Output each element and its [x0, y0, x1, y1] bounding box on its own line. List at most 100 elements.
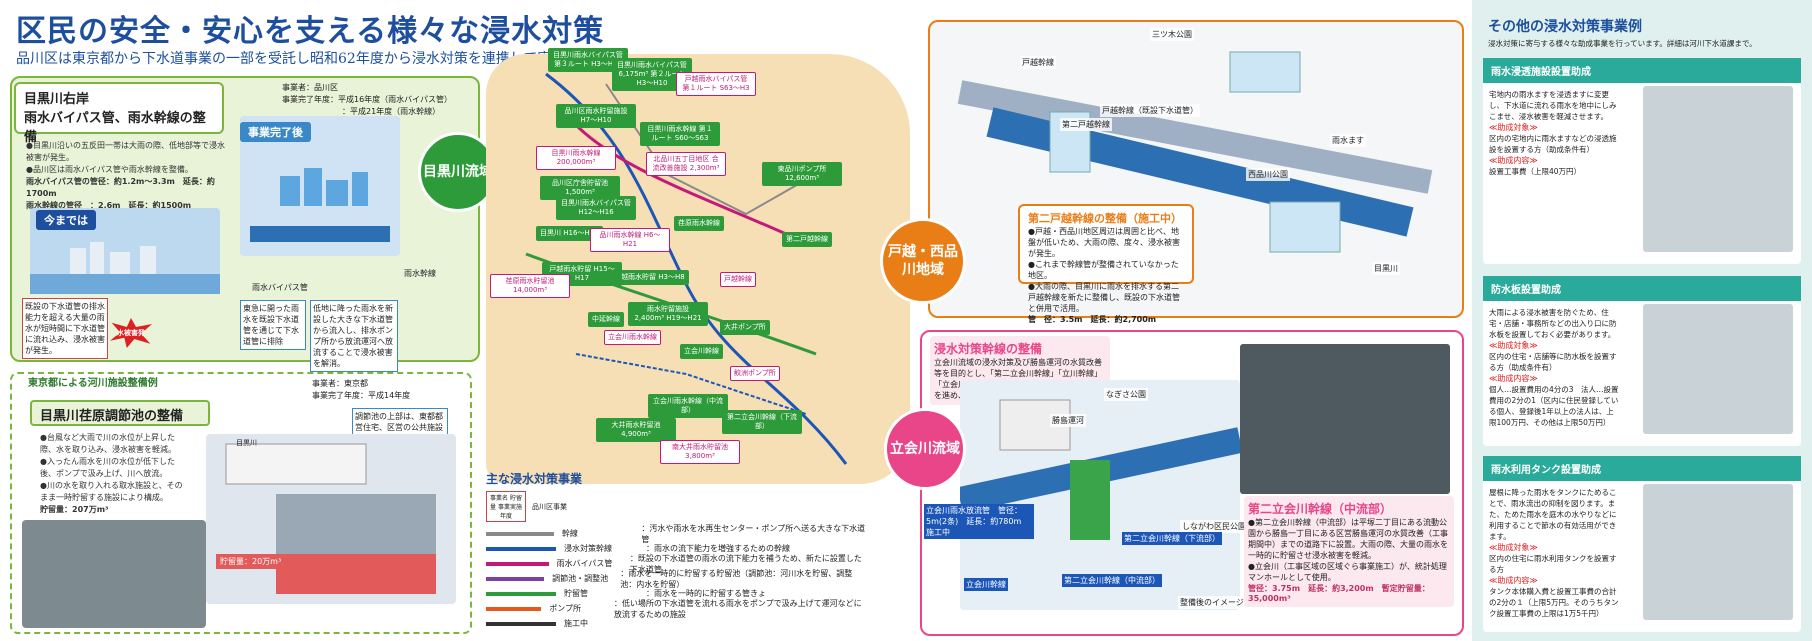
- page-subtitle: 品川区は東京都から下水道事業の一部を受託し昭和62年度から浸水対策を連携して実施: [16, 51, 566, 67]
- meguro-note-3: 低地に降った雨水を新設した大きな下水道管から流入し、排水ポンプ所から放流運河へ放…: [310, 300, 398, 372]
- subsidy-photo: [1643, 304, 1793, 434]
- map-label: 南大井雨水貯留池 3,800m³: [660, 440, 740, 464]
- legend-row: ポンプ所 ：低い場所の下水道管を流れる雨水をポンプで汲み上げて運河などに放流するた…: [486, 599, 866, 619]
- tachiai-basin-circle: 立会川流域: [884, 408, 966, 490]
- subsidy-t1: ≪助成対象≫: [1489, 341, 1538, 350]
- map-label: 大井雨水貯留池 4,900m³: [596, 418, 676, 442]
- tachiai-label: 勝島運河: [1050, 414, 1086, 427]
- legend-swatch: [486, 561, 549, 566]
- map-label: 目黒川雨水幹線 第１ルート S60〜S63: [640, 122, 720, 146]
- flooded-city-icon: [30, 242, 220, 294]
- map-label: 立会川雨水幹線（中流部）: [648, 394, 728, 418]
- subsidy-card: 防水板設置助成大雨による浸水被害を防ぐため、住宅・店舗・事務所などの出入り口に防…: [1483, 276, 1801, 446]
- legend-key-box: 事業名 貯留量 事業実施年度: [486, 491, 526, 522]
- map-label: 荏原雨水幹線: [674, 216, 724, 231]
- legend-row: 雨水バイパス管：既設の下水道管の雨水の流下能力を補うため、新たに設置した下水道管: [486, 554, 866, 574]
- togoshi-label: 目黒川: [1372, 262, 1400, 275]
- togoshi-label: 雨水ます: [1330, 134, 1366, 147]
- map-label: 立会川幹線: [680, 344, 723, 359]
- legend-row: 施工中: [486, 616, 866, 631]
- tachiai-photo: [1240, 344, 1450, 494]
- page-title: 区民の安全・安心を支える様々な浸水対策: [16, 14, 605, 49]
- tachiai-label: なぎさ公園: [1104, 388, 1148, 401]
- legend-name: 施工中: [564, 619, 588, 628]
- meguro-bullets: ●目黒川沿いの五反田一帯は大雨の際、低地部等で浸水被害が発生。 ●品川区は雨水バ…: [26, 141, 225, 210]
- subsidy-card: 雨水利用タンク設置助成屋根に降った雨水をタンクにためることで、雨水流出の抑制を図…: [1483, 456, 1801, 632]
- togoshi-text: 第二戸越幹線の整備（施工中） ●戸越・西品川地区周辺は周囲と比べ、地盤が低いため…: [1018, 204, 1194, 324]
- map-label: 東品川ポンプ所 12,600m³: [762, 162, 842, 186]
- legend-desc: ：低い場所の下水道管を流れる雨水をポンプで汲み上げて運河などに放流するための施設: [613, 598, 862, 619]
- tachiai-pipe-diagram: [957, 399, 1243, 540]
- tachiai-label: 立会川幹線: [964, 578, 1008, 591]
- subsidy-t1: ≪助成対象≫: [1489, 543, 1538, 552]
- subsidy-t2: ≪助成内容≫: [1489, 374, 1538, 383]
- legend-name: 調節池・調整池: [552, 574, 609, 583]
- togoshi-label: 戸越幹線（既設下水道管）: [1100, 104, 1200, 117]
- map-label: 中延幹線: [588, 312, 624, 327]
- togoshi-pipe-diagram: [957, 51, 1433, 253]
- map-label: 戸越雨水バイパス管 第１ルート S63〜H3: [676, 72, 756, 96]
- subsidy-card-title: 雨水浸透施設設置助成: [1483, 58, 1801, 83]
- togoshi-label: 戸越幹線: [1020, 56, 1056, 69]
- after-illustration: 事業完了後: [240, 116, 400, 256]
- tokyo-heading: 目黒川荏原調節池の整備: [30, 400, 210, 426]
- subsidy-b1: 区内の住宅に雨水利用タンクを設置する方: [1489, 554, 1617, 574]
- map-label: 大井ポンプ所: [720, 320, 770, 335]
- tokyo-meta: 事業者：東京都 事業完了年度：平成14年度: [312, 379, 411, 400]
- subsidy-b2: 設置工事費（上限40万円）: [1489, 167, 1582, 176]
- legend-swatch: [486, 606, 542, 611]
- map-label: 雨水貯留施設 2,400m³ H19〜H21: [628, 302, 708, 326]
- legend-swatch: [486, 546, 556, 551]
- tachiai-label: 第二立会川幹線（中流部）: [1062, 574, 1162, 587]
- legend-desc: ：汚水や雨水を水再生センター・ポンプ所へ送る大きな下水道管: [641, 523, 866, 544]
- subsidy-card: 雨水浸透施設設置助成宅地内の雨水ますを浸透ますに変更し、下水道に流れる雨水を地中…: [1483, 58, 1801, 264]
- tachiai-illustration: [957, 380, 1243, 610]
- subsidy-photo: [1643, 484, 1793, 620]
- legend-row: 調節池・調整池 ：雨水を一時的に貯留する貯留池（調節池：河川水を貯留、調整池：内水…: [486, 569, 866, 589]
- tachiai-label: しながわ区民公園: [1180, 520, 1248, 533]
- subsidy-body: 大雨による浸水被害を防ぐため、住宅・店舗・事務所などの出入り口に防水板を設置して…: [1489, 308, 1617, 339]
- bypass-label: 雨水バイパス管: [252, 283, 308, 292]
- legend-swatch: [486, 621, 556, 626]
- reservoir-illustration: 目黒川 貯留量：20万m³: [206, 434, 456, 604]
- map-label: 戸越雨水貯留 H3〜H8: [610, 270, 689, 285]
- subsidy-t2: ≪助成内容≫: [1489, 576, 1538, 585]
- map-label: 第二立会川幹線（下流部）: [722, 410, 802, 434]
- subsidy-b1: 区内の宅地内に雨水ますなどの浸透施設を設置する方（助成条件有）: [1489, 134, 1617, 154]
- reservoir-cutaway-icon: [225, 443, 436, 594]
- legend-name: 貯留管: [564, 589, 588, 598]
- legend-swatch: [486, 591, 556, 596]
- legend-desc: ：雨水を一時的に貯留する貯留池（調節池：河川水を貯留、調整池：内水を貯留）: [620, 568, 853, 589]
- map-label: 品川区雨水貯留施設 H7〜H10: [556, 104, 636, 128]
- reservoir-photo: [22, 520, 206, 628]
- subsidy-body: 屋根に降った雨水をタンクにためることで、雨水流出の抑制を図ります。また、ためた雨…: [1489, 488, 1617, 541]
- legend-name: 浸水対策幹線: [564, 544, 612, 553]
- legend-desc: ：雨水の流下能力を増強するための幹線: [646, 544, 790, 553]
- subsidy-b1: 区内の住宅・店舗等に防水板を設置する方（助成条件有）: [1489, 352, 1617, 372]
- map-label: 目黒川雨水幹線 200,000m³: [536, 146, 616, 170]
- legend-row: 浸水対策幹線 ：雨水の流下能力を増強するための幹線: [486, 541, 866, 556]
- legend-desc: ：既設の下水道管の雨水の流下能力を補うため、新たに設置した下水道管: [629, 553, 862, 574]
- meguro-meta: 事業者：品川区 事業完了年度：平成16年度（雨水バイパス管） ：平成21年度（雨…: [282, 83, 453, 116]
- subsidy-card-title: 防水板設置助成: [1483, 276, 1801, 301]
- map-label: 品川雨水幹線 H6〜H21: [590, 228, 670, 252]
- subsidy-t2: ≪助成内容≫: [1489, 156, 1538, 165]
- tachiai-label: 第二立会川幹線（下流部）: [1122, 532, 1222, 545]
- meguro-heading: 目黒川右岸 雨水バイパス管、雨水幹線の整備: [14, 82, 224, 145]
- togoshi-label: 三ツ木公園: [1150, 28, 1194, 41]
- other-title: その他の浸水対策事業例: [1488, 19, 1642, 35]
- tokyo-bullets: ●台風など大雨で川の水位が上昇した際、水を取り込み、浸水被害を軽減。 ●入ったん…: [40, 433, 183, 514]
- subsidy-card-title: 雨水利用タンク設置助成: [1483, 456, 1801, 481]
- legend-name: ポンプ所: [549, 604, 581, 613]
- map-label: 戸越幹線: [720, 272, 756, 287]
- tachiai-label: 整備後のイメージ: [1178, 596, 1246, 609]
- subsidy-photo: [1643, 86, 1793, 252]
- map-label: 目黒川 H16〜H21: [536, 226, 603, 241]
- legend-row: 幹線：汚水や雨水を水再生センター・ポンプ所へ送る大きな下水道管: [486, 524, 866, 544]
- legend-swatch: [486, 576, 545, 581]
- map-label: 荏原雨水貯留池 14,000m³: [490, 274, 570, 298]
- tachiai-label: 立会川雨水放流管 管径：5m(2条) 延長：約780m 施工中: [924, 504, 1034, 539]
- meguro-note-before: 既設の下水道管の排水能力を超える大量の雨水が短時間に下水道管に流れ込み、浸水被害…: [22, 298, 108, 359]
- subsidy-body: 宅地内の雨水ますを浸透ますに変更し、下水道に流れる雨水を地中にしみこませ、浸水被…: [1489, 90, 1617, 121]
- city-buildings-icon: [250, 168, 390, 242]
